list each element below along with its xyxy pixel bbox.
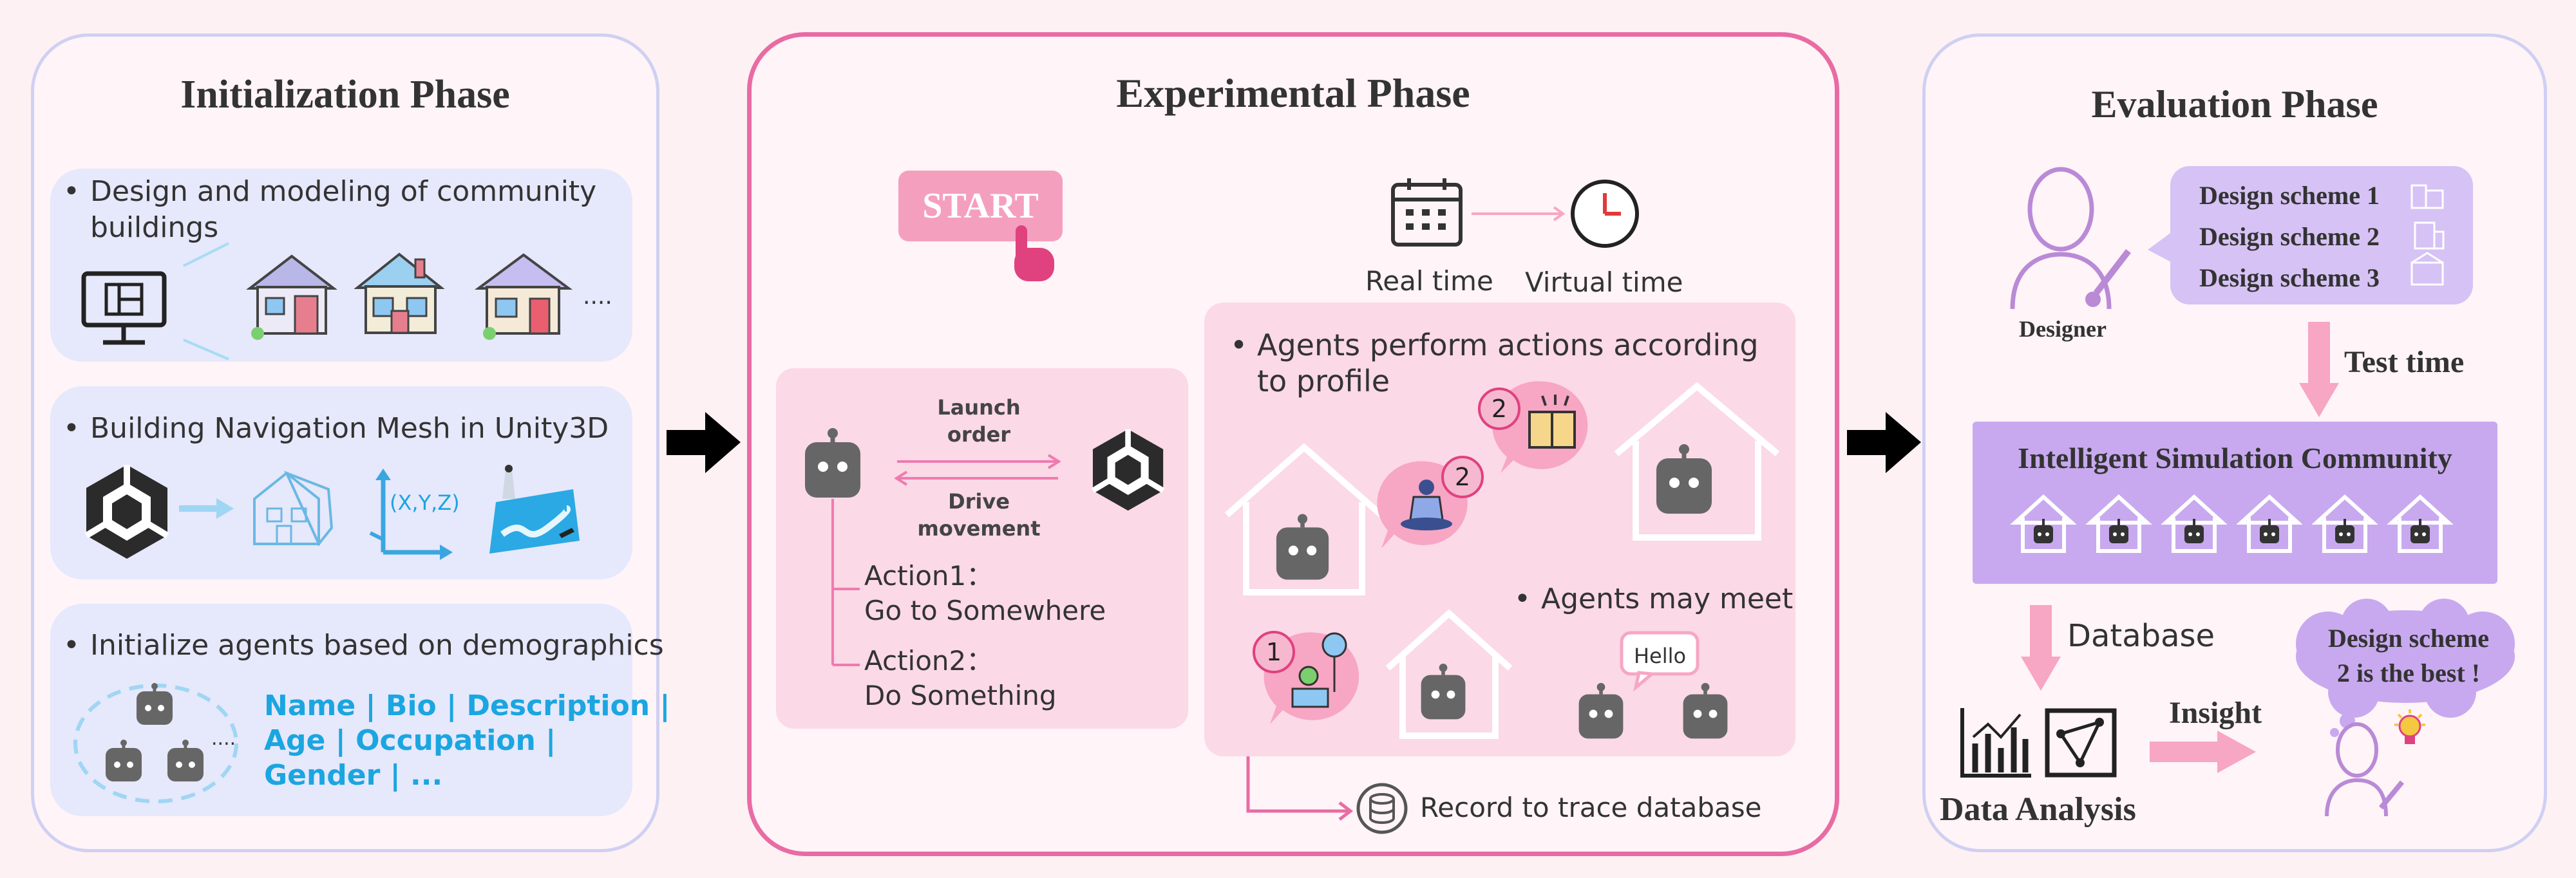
design-scheme-item: Design scheme 3 bbox=[2199, 263, 2380, 292]
lightbulb-icon bbox=[2394, 709, 2425, 744]
building-modeling-text: Design and modeling of communitybuilding… bbox=[63, 174, 596, 246]
house-icon bbox=[474, 253, 573, 340]
action-tree-lines bbox=[831, 499, 860, 666]
robot-icon bbox=[1578, 683, 1624, 739]
virtual-time-label: Virtual time bbox=[1525, 266, 1683, 298]
database-label: Database bbox=[2067, 618, 2215, 654]
robot-icon bbox=[1656, 444, 1712, 514]
robot-house-icon bbox=[2010, 494, 2077, 553]
insight-arrow bbox=[2150, 731, 2256, 773]
agents-meet-text: Agents may meet bbox=[1514, 581, 1793, 617]
house-outline-icon bbox=[1614, 382, 1780, 541]
buildings-ellipsis: .... bbox=[583, 283, 612, 310]
record-text: Record to trace database bbox=[1420, 792, 1762, 823]
agent-attributes: Name | Bio | Description | Age | Occupat… bbox=[264, 689, 670, 792]
hello-text: Hello bbox=[1633, 644, 1687, 668]
unity-logo-icon bbox=[1091, 429, 1165, 511]
real-time-label: Real time bbox=[1365, 265, 1493, 297]
speech-bubble-icon bbox=[1620, 631, 1700, 692]
action2-text: Action2：Do Something bbox=[864, 645, 1057, 711]
initialization-title: Initialization Phase bbox=[180, 73, 510, 117]
phase-arrow-icon bbox=[1847, 412, 1921, 473]
house-outline-icon bbox=[1385, 609, 1513, 739]
database-icon bbox=[1356, 783, 1408, 834]
experimental-title: Experimental Phase bbox=[1116, 70, 1470, 116]
phase-arrow-icon bbox=[667, 412, 741, 473]
robot-house-icon bbox=[2085, 494, 2152, 553]
design-schemes-list: Design scheme 1 Design scheme 2 Design s… bbox=[2199, 175, 2380, 299]
community-box bbox=[1973, 422, 2497, 584]
clock-icon bbox=[1571, 180, 1639, 248]
bar-chart-icon bbox=[1960, 708, 2031, 778]
scheme-box-tail bbox=[2148, 232, 2172, 263]
robot-icon bbox=[1683, 683, 1728, 739]
time-mapping-arrow bbox=[1472, 206, 1566, 221]
design-scheme-item: Design scheme 2 bbox=[2199, 222, 2380, 251]
community-title: Intelligent Simulation Community bbox=[2018, 442, 2452, 474]
robot-icon bbox=[1276, 514, 1329, 580]
record-arrow bbox=[1246, 756, 1354, 821]
robot-house-icon bbox=[2161, 494, 2228, 553]
axes-icon bbox=[369, 469, 453, 560]
design-scheme-item: Design scheme 1 bbox=[2199, 181, 2380, 210]
database-arrow bbox=[2021, 605, 2061, 691]
thought-cloud bbox=[2296, 599, 2515, 737]
unity-control-box bbox=[776, 368, 1188, 729]
arrow-right-icon bbox=[179, 498, 234, 519]
navmesh-text: Building Navigation Mesh in Unity3D bbox=[63, 411, 609, 447]
robot-house-icon bbox=[2311, 494, 2378, 553]
navmesh-map-icon bbox=[489, 465, 580, 554]
axes-label: (X,Y,Z) bbox=[390, 490, 460, 515]
start-button[interactable]: START bbox=[898, 171, 1063, 241]
step-badge: 2 bbox=[1478, 388, 1520, 430]
robot-icon bbox=[137, 683, 173, 725]
graph-icon bbox=[2045, 708, 2117, 778]
robot-icon bbox=[167, 740, 204, 781]
agents-ellipsis: .... bbox=[211, 727, 236, 750]
insight-label: Insight bbox=[2169, 696, 2262, 730]
design-schemes-box bbox=[2170, 166, 2473, 304]
building-icon bbox=[2410, 184, 2445, 286]
pointer-hand-icon bbox=[1014, 225, 1054, 281]
designer-insight-icon bbox=[2325, 722, 2405, 817]
data-analysis-label: Data Analysis bbox=[1940, 791, 2136, 828]
house-icon bbox=[246, 254, 337, 340]
step-badge: 1 bbox=[1253, 631, 1295, 673]
step-badge: 2 bbox=[1441, 456, 1484, 498]
robot-house-icon bbox=[2236, 494, 2303, 553]
projection-lines bbox=[183, 242, 229, 360]
house-outline-icon bbox=[1224, 443, 1384, 595]
wireframe-building-icon bbox=[253, 471, 334, 546]
action1-text: Action1：Go to Somewhere bbox=[864, 560, 1106, 626]
unity-logo-icon bbox=[84, 465, 169, 559]
test-time-label: Test time bbox=[2344, 345, 2465, 379]
bidirectional-arrows bbox=[894, 454, 1061, 486]
robot-icon bbox=[1421, 664, 1466, 720]
designer-icon bbox=[2010, 167, 2131, 310]
robot-house-icon bbox=[2387, 494, 2454, 553]
designer-label: Designer bbox=[2019, 316, 2107, 342]
agents-demographics-text: Initialize agents based on demographics bbox=[63, 628, 664, 664]
test-time-arrow bbox=[2299, 322, 2339, 417]
house-icon bbox=[354, 252, 445, 334]
calendar-icon bbox=[1391, 178, 1463, 247]
robot-icon bbox=[805, 428, 860, 498]
monitor-icon bbox=[81, 271, 167, 345]
robot-icon bbox=[106, 740, 142, 781]
evaluation-title: Evaluation Phase bbox=[2091, 83, 2378, 126]
